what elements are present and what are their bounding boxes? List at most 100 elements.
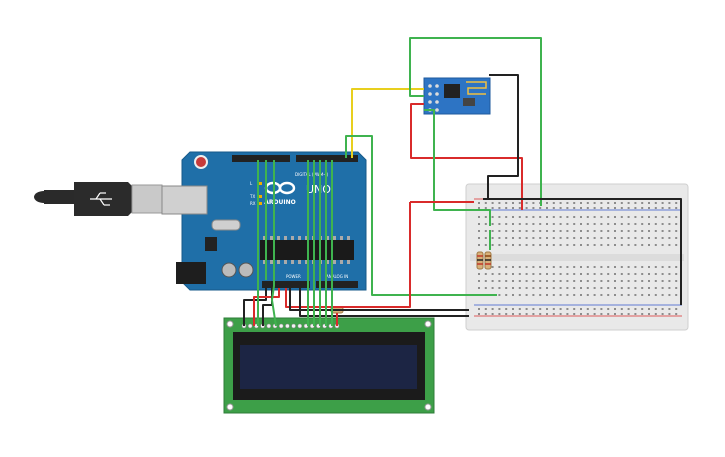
breadboard-hole[interactable] bbox=[505, 266, 508, 268]
breadboard-hole[interactable] bbox=[505, 237, 508, 239]
breadboard-hole[interactable] bbox=[546, 216, 548, 218]
breadboard-hole[interactable] bbox=[614, 313, 616, 315]
breadboard-hole[interactable] bbox=[661, 223, 664, 225]
breadboard-hole[interactable] bbox=[512, 202, 514, 204]
breadboard-hole[interactable] bbox=[525, 273, 528, 275]
breadboard-hole[interactable] bbox=[620, 280, 623, 282]
breadboard-hole[interactable] bbox=[620, 273, 623, 275]
breadboard-hole[interactable] bbox=[654, 244, 657, 246]
breadboard-hole[interactable] bbox=[614, 237, 616, 239]
breadboard-hole[interactable] bbox=[675, 287, 678, 289]
breadboard-hole[interactable] bbox=[627, 287, 630, 289]
breadboard-hole[interactable] bbox=[566, 287, 569, 289]
breadboard-hole[interactable] bbox=[627, 308, 630, 310]
breadboard-hole[interactable] bbox=[614, 287, 616, 289]
breadboard-hole[interactable] bbox=[654, 266, 657, 268]
breadboard-hole[interactable] bbox=[654, 207, 657, 209]
breadboard-hole[interactable] bbox=[607, 313, 610, 315]
breadboard-hole[interactable] bbox=[580, 244, 582, 246]
breadboard-hole[interactable] bbox=[600, 294, 603, 296]
breadboard-hole[interactable] bbox=[593, 244, 596, 246]
breadboard-hole[interactable] bbox=[491, 244, 494, 246]
lcd-16x2-display[interactable] bbox=[223, 317, 435, 414]
breadboard-hole[interactable] bbox=[559, 216, 562, 218]
breadboard-hole[interactable] bbox=[512, 280, 514, 282]
breadboard-hole[interactable] bbox=[593, 216, 596, 218]
breadboard-hole[interactable] bbox=[600, 308, 603, 310]
breadboard-hole[interactable] bbox=[518, 273, 521, 275]
breadboard-hole[interactable] bbox=[661, 216, 664, 218]
lcd-pin[interactable] bbox=[285, 323, 290, 329]
breadboard-hole[interactable] bbox=[532, 244, 535, 246]
breadboard-hole[interactable] bbox=[593, 308, 596, 310]
breadboard-hole[interactable] bbox=[661, 313, 664, 315]
lcd-pin[interactable] bbox=[266, 323, 272, 329]
breadboard-hole[interactable] bbox=[586, 223, 589, 225]
breadboard-hole[interactable] bbox=[661, 266, 664, 268]
breadboard-hole[interactable] bbox=[607, 244, 610, 246]
breadboard-hole[interactable] bbox=[546, 313, 548, 315]
breadboard-hole[interactable] bbox=[668, 207, 671, 209]
breadboard-hole[interactable] bbox=[580, 313, 582, 315]
breadboard-hole[interactable] bbox=[505, 244, 508, 246]
breadboard-hole[interactable] bbox=[505, 207, 508, 209]
breadboard-hole[interactable] bbox=[518, 244, 521, 246]
breadboard-hole[interactable] bbox=[491, 216, 494, 218]
breadboard-hole[interactable] bbox=[634, 223, 637, 225]
breadboard-hole[interactable] bbox=[505, 280, 508, 282]
breadboard-hole[interactable] bbox=[648, 294, 650, 296]
breadboard-hole[interactable] bbox=[675, 202, 678, 204]
wire-green-esp-rx[interactable] bbox=[345, 135, 497, 296]
breadboard-hole[interactable] bbox=[552, 230, 555, 232]
breadboard-hole[interactable] bbox=[593, 237, 596, 239]
breadboard-hole[interactable] bbox=[593, 287, 596, 289]
breadboard-hole[interactable] bbox=[586, 280, 589, 282]
breadboard-hole[interactable] bbox=[518, 313, 521, 315]
breadboard-hole[interactable] bbox=[627, 216, 630, 218]
breadboard-hole[interactable] bbox=[607, 223, 610, 225]
breadboard-hole[interactable] bbox=[484, 202, 487, 204]
breadboard-hole[interactable] bbox=[668, 313, 671, 315]
usb-cable[interactable] bbox=[34, 182, 163, 216]
breadboard-hole[interactable] bbox=[627, 313, 630, 315]
breadboard-hole[interactable] bbox=[498, 294, 501, 296]
breadboard-hole[interactable] bbox=[546, 266, 548, 268]
breadboard-hole[interactable] bbox=[668, 244, 671, 246]
breadboard-hole[interactable] bbox=[580, 230, 582, 232]
breadboard-hole[interactable] bbox=[580, 266, 582, 268]
breadboard-hole[interactable] bbox=[668, 266, 671, 268]
breadboard-hole[interactable] bbox=[648, 273, 650, 275]
breadboard-hole[interactable] bbox=[600, 287, 603, 289]
breadboard-hole[interactable] bbox=[505, 230, 508, 232]
breadboard-hole[interactable] bbox=[532, 202, 535, 204]
breadboard-hole[interactable] bbox=[641, 273, 644, 275]
breadboard-hole[interactable] bbox=[552, 287, 555, 289]
breadboard-hole[interactable] bbox=[580, 202, 582, 204]
breadboard-hole[interactable] bbox=[634, 244, 637, 246]
breadboard-hole[interactable] bbox=[539, 223, 542, 225]
breadboard-hole[interactable] bbox=[552, 237, 555, 239]
breadboard-hole[interactable] bbox=[641, 230, 644, 232]
breadboard-hole[interactable] bbox=[518, 230, 521, 232]
breadboard-hole[interactable] bbox=[586, 216, 589, 218]
breadboard-hole[interactable] bbox=[648, 237, 650, 239]
breadboard-hole[interactable] bbox=[539, 280, 542, 282]
breadboard-hole[interactable] bbox=[634, 266, 637, 268]
breadboard-hole[interactable] bbox=[532, 287, 535, 289]
breadboard-hole[interactable] bbox=[518, 216, 521, 218]
breadboard-hole[interactable] bbox=[484, 273, 487, 275]
breadboard-hole[interactable] bbox=[641, 237, 644, 239]
breadboard-hole[interactable] bbox=[641, 244, 644, 246]
breadboard-hole[interactable] bbox=[573, 223, 576, 225]
breadboard-hole[interactable] bbox=[518, 287, 521, 289]
breadboard-hole[interactable] bbox=[573, 313, 576, 315]
breadboard-hole[interactable] bbox=[580, 207, 582, 209]
breadboard-hole[interactable] bbox=[546, 230, 548, 232]
breadboard-hole[interactable] bbox=[580, 308, 582, 310]
breadboard-hole[interactable] bbox=[661, 244, 664, 246]
breadboard-hole[interactable] bbox=[552, 207, 555, 209]
breadboard-hole[interactable] bbox=[539, 237, 542, 239]
breadboard-hole[interactable] bbox=[580, 216, 582, 218]
breadboard-hole[interactable] bbox=[525, 237, 528, 239]
breadboard-hole[interactable] bbox=[518, 266, 521, 268]
